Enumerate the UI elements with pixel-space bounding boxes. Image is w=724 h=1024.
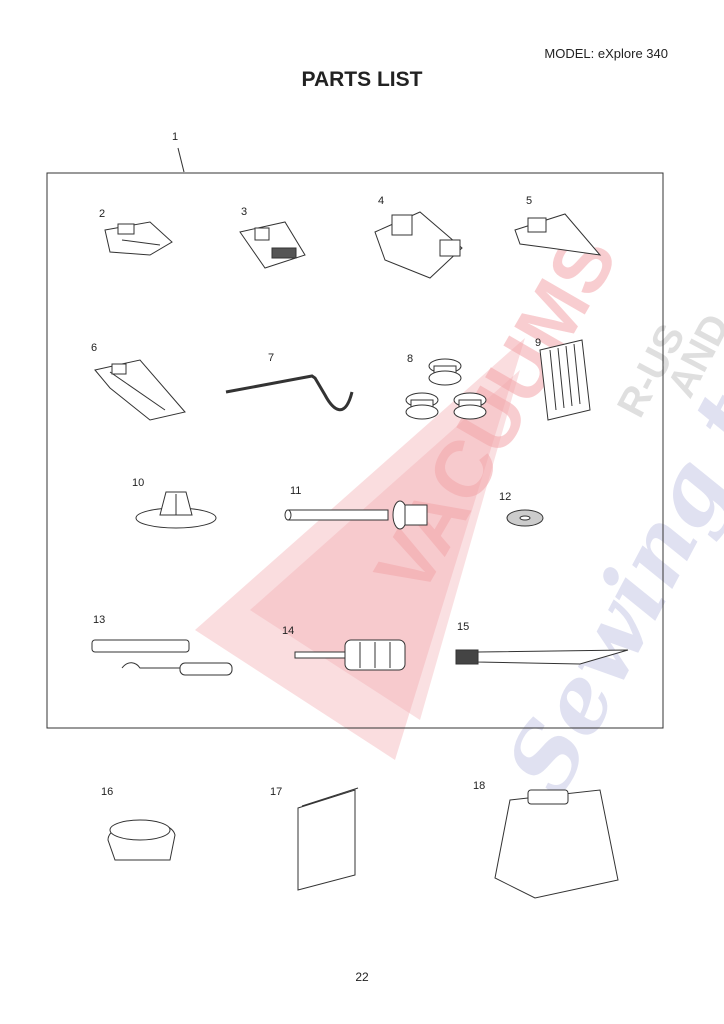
model-label: MODEL: eXplore 340	[544, 46, 668, 61]
screwdriver-icon	[294, 639, 406, 671]
part-label-8: 8	[407, 353, 414, 365]
instruction-book-icon	[297, 787, 359, 891]
zigzag-foot-icon	[104, 221, 173, 256]
part-label-12: 12	[499, 491, 512, 503]
overedge-foot-icon	[374, 211, 463, 279]
page-title: PARTS LIST	[301, 68, 423, 91]
buttonhole-foot-icon	[239, 221, 306, 269]
zipper-foot-icon	[514, 213, 602, 256]
part-label-4: 4	[378, 195, 385, 207]
seam-ripper-icon	[91, 639, 233, 676]
leader-line-1	[177, 147, 185, 173]
spool-pin-icon	[284, 500, 428, 530]
spool-felt-icon	[506, 509, 544, 527]
foot-control-icon	[107, 819, 176, 861]
part-label-3: 3	[241, 206, 248, 218]
part-label-10: 10	[132, 477, 145, 489]
part-label-14: 14	[282, 625, 295, 637]
part-label-1: 1	[172, 131, 179, 143]
part-label-15: 15	[457, 621, 470, 633]
bobbins-icon	[405, 358, 487, 420]
part-label-16: 16	[101, 786, 114, 798]
quilting-guide-icon	[225, 374, 354, 412]
needle-pack-icon	[539, 339, 591, 421]
part-label-9: 9	[535, 337, 542, 349]
part-label-11: 11	[290, 485, 302, 497]
part-label-13: 13	[93, 614, 106, 626]
part-label-18: 18	[473, 780, 486, 792]
soft-cover-icon	[494, 789, 619, 899]
accessory-box-frame	[46, 172, 664, 729]
part-label-7: 7	[268, 352, 275, 364]
lint-brush-icon	[455, 649, 629, 665]
part-label-17: 17	[270, 786, 283, 798]
part-label-2: 2	[99, 208, 106, 220]
spool-cap-icon	[135, 491, 217, 529]
auto-buttonhole-foot-icon	[94, 359, 186, 421]
part-label-6: 6	[91, 342, 98, 354]
page-number: 22	[355, 970, 369, 984]
part-label-5: 5	[526, 195, 533, 207]
